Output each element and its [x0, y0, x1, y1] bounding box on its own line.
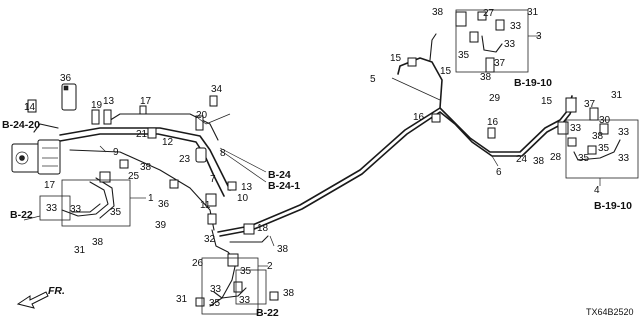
part-number: 23 — [179, 154, 191, 165]
part-number: 10 — [237, 193, 249, 204]
part-number: 11 — [200, 200, 211, 211]
reference-label-b24: B-24 — [268, 169, 291, 181]
part-number: 35 — [578, 153, 590, 164]
part-number: 8 — [220, 148, 226, 159]
part-number: 14 — [24, 102, 36, 113]
part-number: 9 — [113, 147, 119, 158]
part-number: 36 — [60, 73, 72, 84]
part-number: 15 — [390, 53, 402, 64]
part-number: 16 — [487, 117, 499, 128]
part-number: 33 — [46, 203, 58, 214]
part-number: 3 — [536, 31, 542, 42]
part-number: 12 — [162, 137, 174, 148]
part-number: 27 — [483, 8, 495, 19]
part-number: 38 — [283, 288, 295, 299]
part-number: 35 — [458, 50, 470, 61]
forward-direction-label: FR. — [48, 285, 65, 297]
part-number: 16 — [413, 112, 425, 123]
part-number: 34 — [211, 84, 223, 95]
part-number: 1 — [148, 193, 154, 204]
part-number: 33 — [504, 39, 516, 50]
leader-lines — [23, 35, 601, 267]
part-number: 36 — [158, 199, 170, 210]
part-number: 32 — [204, 234, 216, 245]
part-number: 24 — [516, 154, 528, 165]
part-number-labels: 36 14 19 13 17 34 20 21 12 23 8 9 38 25 … — [24, 7, 630, 309]
part-number: 29 — [489, 93, 501, 104]
part-number: 31 — [527, 7, 539, 18]
detail-boxes — [39, 9, 639, 315]
part-number: 38 — [480, 72, 492, 83]
part-number: 33 — [70, 204, 82, 215]
abs-modulator-unit — [11, 139, 61, 175]
clip-parts — [27, 11, 609, 307]
part-number: 38 — [432, 7, 444, 18]
part-number: 31 — [176, 294, 188, 305]
part-number: 33 — [239, 295, 251, 306]
reference-labels: B-24-20 B-22 B-24 B-24-1 B-22 B-19-10 B-… — [2, 77, 632, 319]
part-number: 35 — [209, 298, 221, 309]
part-number: 33 — [570, 123, 582, 134]
part-number: 37 — [584, 99, 596, 110]
part-number: 31 — [611, 90, 623, 101]
part-number: 21 — [136, 129, 148, 140]
part-number: 17 — [44, 180, 56, 191]
part-number: 33 — [618, 127, 630, 138]
reference-label-b19-10-right: B-19-10 — [594, 200, 632, 212]
part-number: 35 — [240, 266, 252, 277]
part-number: 19 — [91, 100, 103, 111]
part-number: 26 — [192, 258, 204, 269]
reference-label-b22-bottom: B-22 — [256, 307, 279, 319]
part-number: 39 — [155, 220, 167, 231]
reference-label-b22-left: B-22 — [10, 209, 33, 221]
part-number: 33 — [210, 284, 222, 295]
part-number: 38 — [92, 237, 104, 248]
part-number: 5 — [370, 74, 376, 85]
part-number: 38 — [277, 244, 289, 255]
part-number: 4 — [594, 185, 600, 196]
part-number: 31 — [74, 245, 86, 256]
part-number: 15 — [440, 66, 452, 77]
part-number: 13 — [103, 96, 115, 107]
part-number: 13 — [241, 182, 253, 193]
part-number: 30 — [599, 115, 611, 126]
part-number: 38 — [533, 156, 545, 167]
part-number: 33 — [618, 153, 630, 164]
part-number: 18 — [257, 223, 269, 234]
reference-label-b24-20: B-24-20 — [2, 119, 40, 131]
part-number: 6 — [496, 167, 502, 178]
reference-label-b19-10-top: B-19-10 — [514, 77, 552, 89]
part-number: 33 — [510, 21, 522, 32]
forward-arrow-icon: FR. — [16, 285, 65, 309]
part-number: 15 — [541, 96, 553, 107]
part-number: 17 — [140, 96, 152, 107]
part-number: 20 — [196, 110, 208, 121]
part-number: 35 — [110, 207, 122, 218]
part-number: 37 — [494, 58, 506, 69]
part-number: 35 — [598, 143, 610, 154]
part-number: 2 — [267, 261, 273, 272]
main-brake-pipes — [33, 33, 577, 307]
diagram-code: TX64B2520 — [586, 307, 634, 317]
part-number: 7 — [210, 174, 216, 185]
part-number: 38 — [140, 162, 152, 173]
part-number: 28 — [550, 152, 562, 163]
part-number: 38 — [592, 131, 604, 142]
reference-label-b24-1: B-24-1 — [268, 180, 300, 192]
part-number: 25 — [128, 171, 140, 182]
